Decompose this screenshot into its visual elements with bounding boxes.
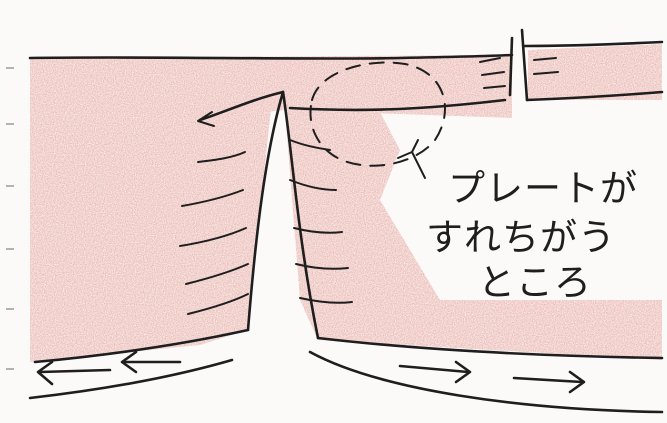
left-plate-bottom: [30, 360, 232, 398]
upper-plate-crack-right: [522, 30, 527, 100]
arrow-left-1: [40, 370, 110, 372]
annotation-line-3: ところ: [478, 252, 592, 306]
callout-pointer: [398, 140, 425, 178]
arrow-right-1: [400, 366, 468, 372]
right-plate-bottom: [310, 352, 662, 412]
margin-ticks: [6, 68, 14, 369]
arrow-right-2: [514, 378, 582, 382]
annotation-line-1: プレートが: [448, 158, 638, 212]
